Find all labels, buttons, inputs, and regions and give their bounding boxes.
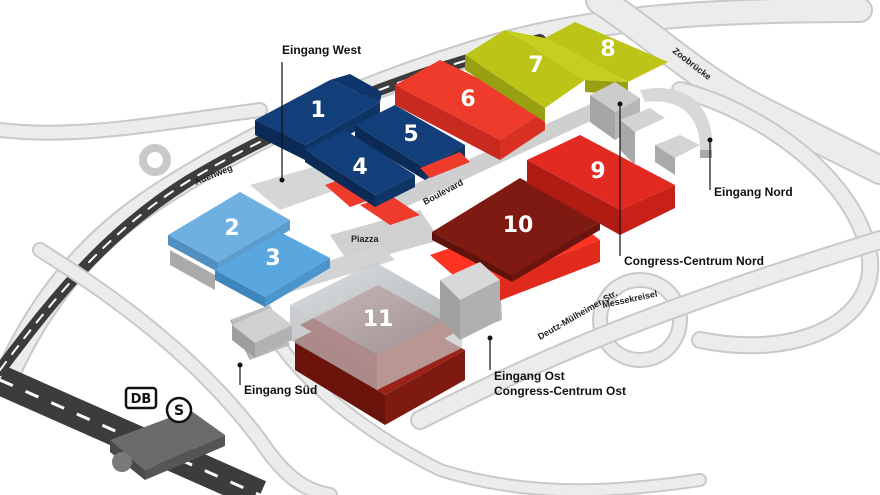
- eingang-ost-label[interactable]: Eingang Ost: [494, 369, 565, 383]
- lower-rail: [0, 366, 267, 495]
- hall-3-label: 3: [265, 246, 280, 271]
- hall-6[interactable]: 6: [395, 60, 545, 160]
- eingang-nord-arc: [640, 88, 713, 158]
- hall-5-label: 5: [403, 122, 418, 147]
- leader-dots: [237, 101, 713, 368]
- hall-2-label: 2: [224, 216, 239, 241]
- hall-7-label: 7: [528, 53, 543, 78]
- congress-centrum-ost-building: [440, 262, 500, 340]
- hall-11-label: 11: [363, 307, 394, 332]
- eingang-sued-label[interactable]: Eingang Süd: [244, 383, 317, 397]
- hall-1-label: 1: [310, 98, 325, 123]
- sbahn-logo-text: S: [174, 403, 184, 419]
- sbahn-logo-icon: S: [165, 396, 193, 424]
- hall-7[interactable]: 7: [465, 30, 585, 122]
- db-logo-text: DB: [131, 392, 152, 407]
- hall-8-label: 8: [600, 37, 615, 62]
- hall-4-label: 4: [352, 155, 367, 180]
- hall-3[interactable]: 3: [215, 232, 330, 307]
- eingang-west-label[interactable]: Eingang West: [282, 43, 361, 57]
- hall-9[interactable]: 9: [527, 135, 675, 235]
- db-logo-icon: DB: [124, 386, 158, 410]
- piazza-label: Piazza: [351, 234, 380, 244]
- hall-11[interactable]: 11: [290, 262, 465, 425]
- hall-10-label: 10: [503, 213, 534, 238]
- congress-centrum-ost-label[interactable]: Congress-Centrum Ost: [494, 384, 626, 398]
- hall-6-label: 6: [460, 87, 475, 112]
- congress-centrum-nord-building: [590, 82, 700, 175]
- hall-4[interactable]: 4: [305, 130, 415, 207]
- hall-10[interactable]: 10: [430, 178, 600, 312]
- congress-centrum-nord-label[interactable]: Congress-Centrum Nord: [624, 254, 764, 268]
- eingang-sued-building: [232, 308, 292, 358]
- leader-lines: [239, 62, 711, 385]
- eingang-nord-label[interactable]: Eingang Nord: [714, 185, 793, 199]
- hall-9-label: 9: [590, 159, 605, 184]
